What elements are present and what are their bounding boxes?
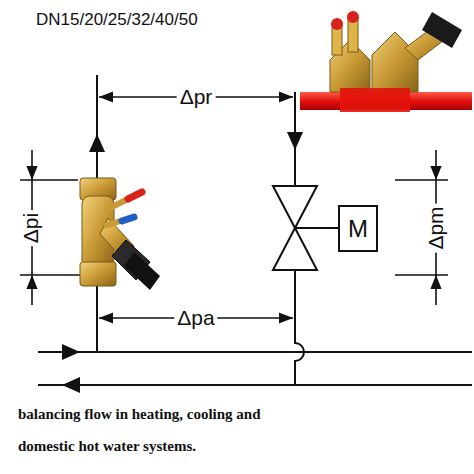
balancing-valve-picture bbox=[80, 178, 160, 290]
flow-arrows bbox=[62, 132, 303, 393]
control-valve-symbol bbox=[273, 186, 338, 270]
pressure-drop-label: Δpi bbox=[19, 210, 43, 246]
actuator-box: M bbox=[338, 205, 378, 252]
pipe-lines bbox=[38, 75, 472, 385]
pressure-drop-label: Δpm bbox=[424, 203, 448, 252]
pressure-drop-label: Δpa bbox=[174, 306, 217, 330]
pressure-drop-label: Δpr bbox=[177, 85, 216, 109]
actuator-letter: M bbox=[348, 215, 368, 243]
caption-text: balancing flow in heating, cooling and d… bbox=[18, 398, 308, 462]
dimension-lines bbox=[20, 97, 448, 318]
cutaway-valve-picture bbox=[300, 11, 472, 112]
title-text: DN15/20/25/32/40/50 bbox=[36, 10, 198, 30]
